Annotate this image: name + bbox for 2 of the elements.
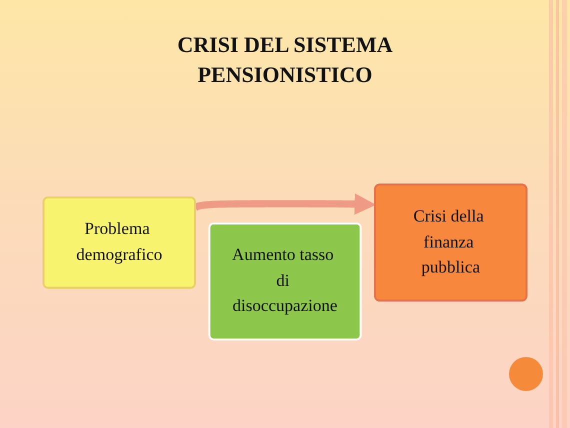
arrow bbox=[194, 193, 376, 215]
title: CRISI DEL SISTEMA PENSIONISTICO bbox=[176, 31, 394, 89]
